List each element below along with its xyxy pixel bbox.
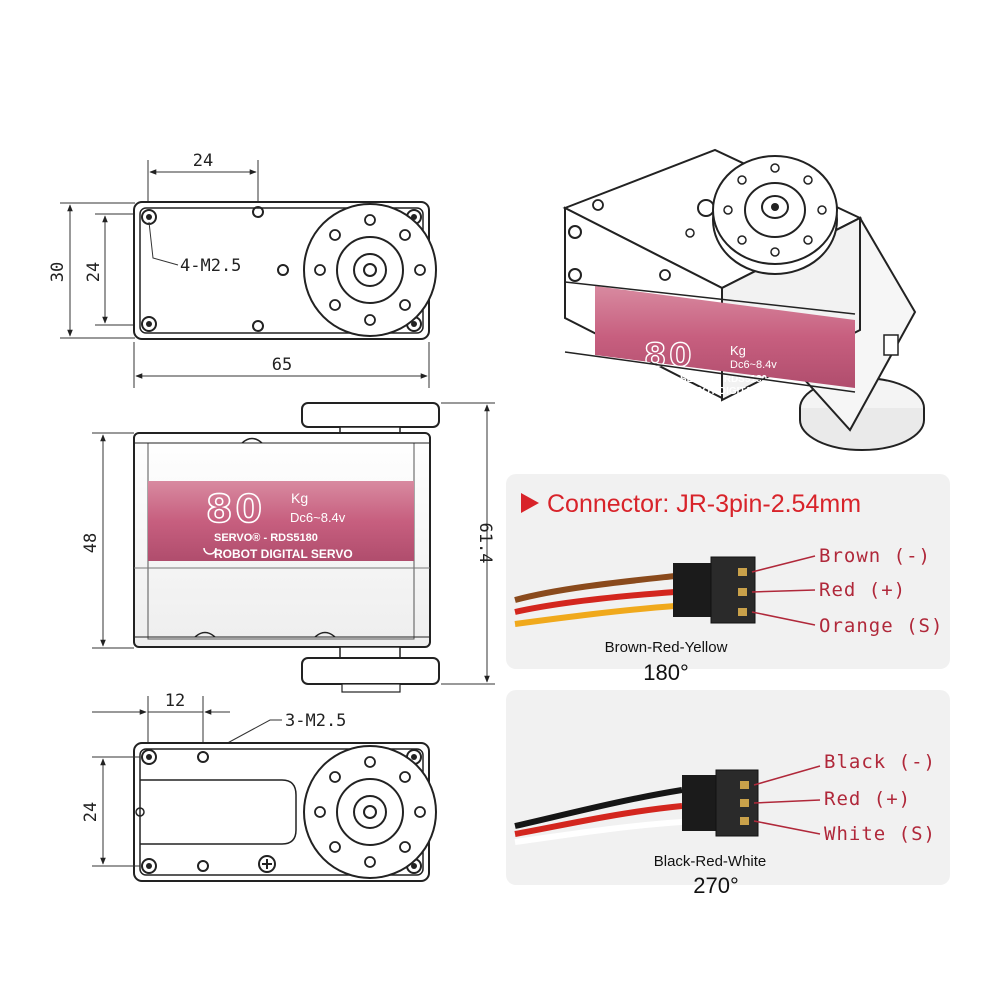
screw-icon <box>258 855 276 873</box>
wire-label-red-2: Red (+) <box>824 788 911 810</box>
holes-bottom-label: 3-M2.5 <box>285 711 346 731</box>
top-view: 24 30 24 4-M2.5 <box>48 151 437 388</box>
servo-horn-3d <box>712 155 838 275</box>
torque-unit: Kg <box>291 490 308 506</box>
wire-label-brown: Brown (-) <box>819 545 931 567</box>
torque-value: 80 <box>206 487 265 531</box>
wire-label-orange: Orange (S) <box>819 615 943 637</box>
wire-label-white: White (S) <box>824 823 936 845</box>
connector-panel-270: Black (-) Red (+) White (S) Black-Red-Wh… <box>506 690 950 898</box>
dim-top-width: 24 <box>193 151 213 171</box>
dim-height-24: 24 <box>84 262 104 282</box>
connector-panel-180: Connector: JR-3pin-2.54mm Brown (-) Red … <box>506 474 950 685</box>
connector-title: Connector: JR-3pin-2.54mm <box>547 490 861 518</box>
angle-270: 270° <box>693 873 739 898</box>
bottom-view: 12 3-M2.5 <box>81 691 437 882</box>
product-label <box>148 481 414 561</box>
dim-side-height-61-4: 61.4 <box>475 523 495 564</box>
voltage-text-3d: Dc6~8.4v <box>730 359 777 371</box>
wire-label-red: Red (+) <box>819 579 906 601</box>
dim-bottom-height-24: 24 <box>81 802 101 822</box>
dim-height-30: 30 <box>48 262 68 282</box>
subtitle-text: ROBOT DIGITAL SERVO <box>214 547 353 561</box>
model-text: SERVO® - RDS5180 <box>214 532 318 544</box>
holes-top-label: 4-M2.5 <box>180 256 241 276</box>
model-text-3d: SERVO - RDS5180 <box>680 374 768 385</box>
subtitle-text-3d: ROBOT DIGITAL SERVO <box>680 386 796 397</box>
play-arrow-icon <box>521 493 539 513</box>
servo-3d-view: 80 Kg Dc6~8.4v SERVO - RDS5180 ROBOT DIG… <box>562 148 925 451</box>
dim-bottom-width-12: 12 <box>165 691 185 711</box>
wire-caption-180: Brown-Red-Yellow <box>605 639 728 656</box>
wire-label-black: Black (-) <box>824 751 936 773</box>
voltage-text: Dc6~8.4v <box>290 510 346 525</box>
torque-unit-3d: Kg <box>730 343 746 358</box>
angle-180: 180° <box>643 660 689 685</box>
side-view: 80 Kg Dc6~8.4v SERVO® - RDS5180 ROBOT DI… <box>81 402 495 693</box>
servo-horn-bottom <box>303 745 437 879</box>
servo-horn-top <box>303 203 437 337</box>
dim-side-height-48: 48 <box>81 533 101 553</box>
product-label-3d <box>595 286 855 388</box>
wire-caption-270: Black-Red-White <box>654 853 767 870</box>
dim-length-65: 65 <box>272 355 292 375</box>
